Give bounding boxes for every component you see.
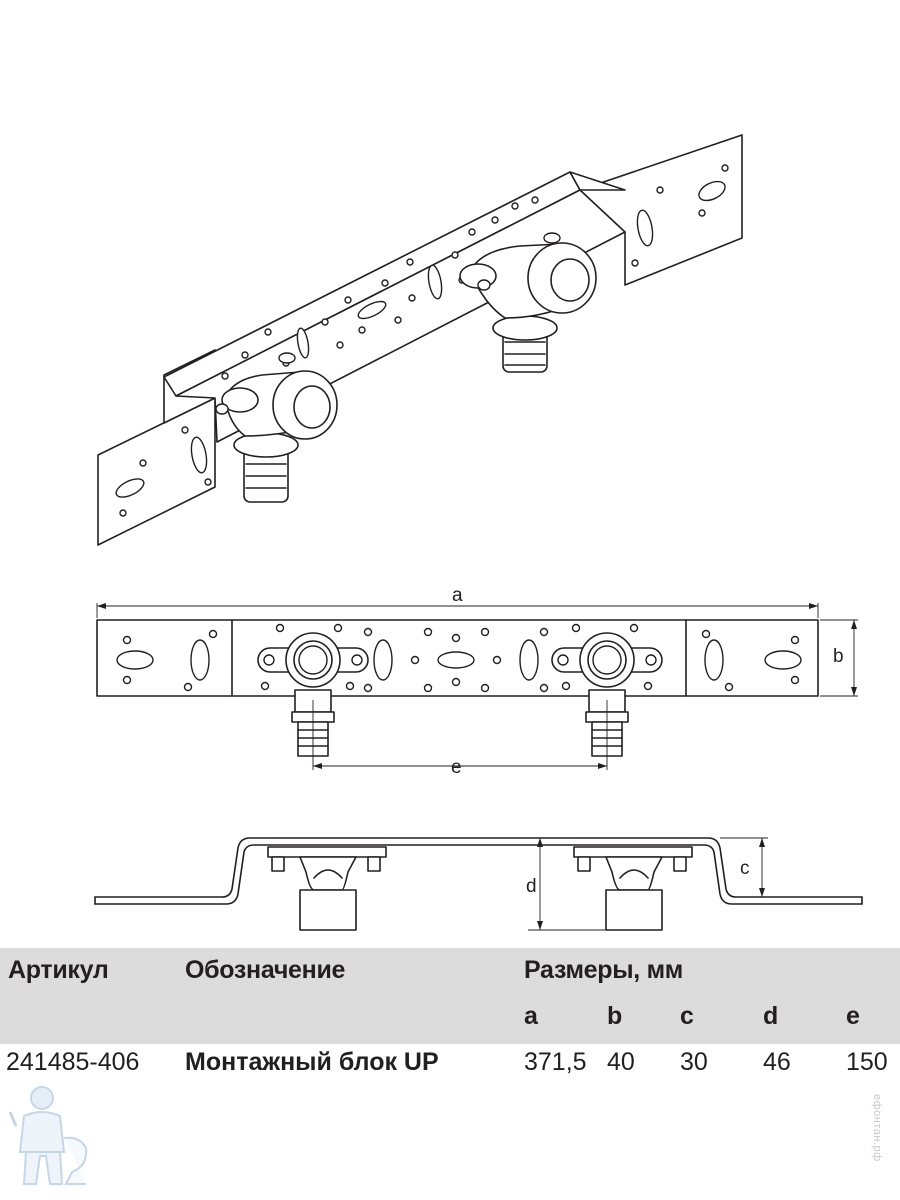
dim-label-c: c <box>740 858 750 879</box>
dim-label-a: a <box>452 585 463 606</box>
front-left-fitting <box>257 632 369 757</box>
side-left-fitting <box>267 846 387 931</box>
side-view: d c <box>94 837 863 931</box>
product-drawing: a b e <box>94 134 863 931</box>
side-right-fitting <box>573 846 693 931</box>
header-dimensions: Размеры, мм <box>524 956 683 984</box>
plumber-mascot-icon <box>8 1086 88 1185</box>
dim-label-b: b <box>833 646 844 667</box>
header-dim-a: a <box>524 1002 538 1030</box>
left-elbow-fitting <box>215 352 338 503</box>
cell-article: 241485-406 <box>6 1048 140 1076</box>
header-article: Артикул <box>8 956 109 984</box>
dim-label-e: e <box>451 757 462 778</box>
cell-e: 150 <box>846 1048 888 1076</box>
watermark-text: ефонтан.рф <box>871 1094 883 1162</box>
cell-a: 371,5 <box>524 1048 587 1076</box>
header-dim-e: e <box>846 1002 860 1030</box>
cell-c: 30 <box>680 1048 708 1076</box>
front-view: a b e <box>96 585 858 778</box>
header-dim-d: d <box>763 1002 778 1030</box>
table-header: Артикул Обозначение Размеры, мм a b c d … <box>0 948 900 1044</box>
header-dim-b: b <box>607 1002 622 1030</box>
header-designation: Обозначение <box>185 956 346 984</box>
cell-d: 46 <box>763 1048 791 1076</box>
header-dim-c: c <box>680 1002 694 1030</box>
isometric-view <box>97 134 743 546</box>
spec-table: Артикул Обозначение Размеры, мм a b c d … <box>0 948 900 1084</box>
right-elbow-fitting <box>459 232 597 373</box>
dim-label-d: d <box>526 876 537 897</box>
cell-designation: Монтажный блок UP <box>185 1048 439 1076</box>
cell-b: 40 <box>607 1048 635 1076</box>
table-row: 241485-406 Монтажный блок UP 371,5 40 30… <box>0 1044 900 1084</box>
